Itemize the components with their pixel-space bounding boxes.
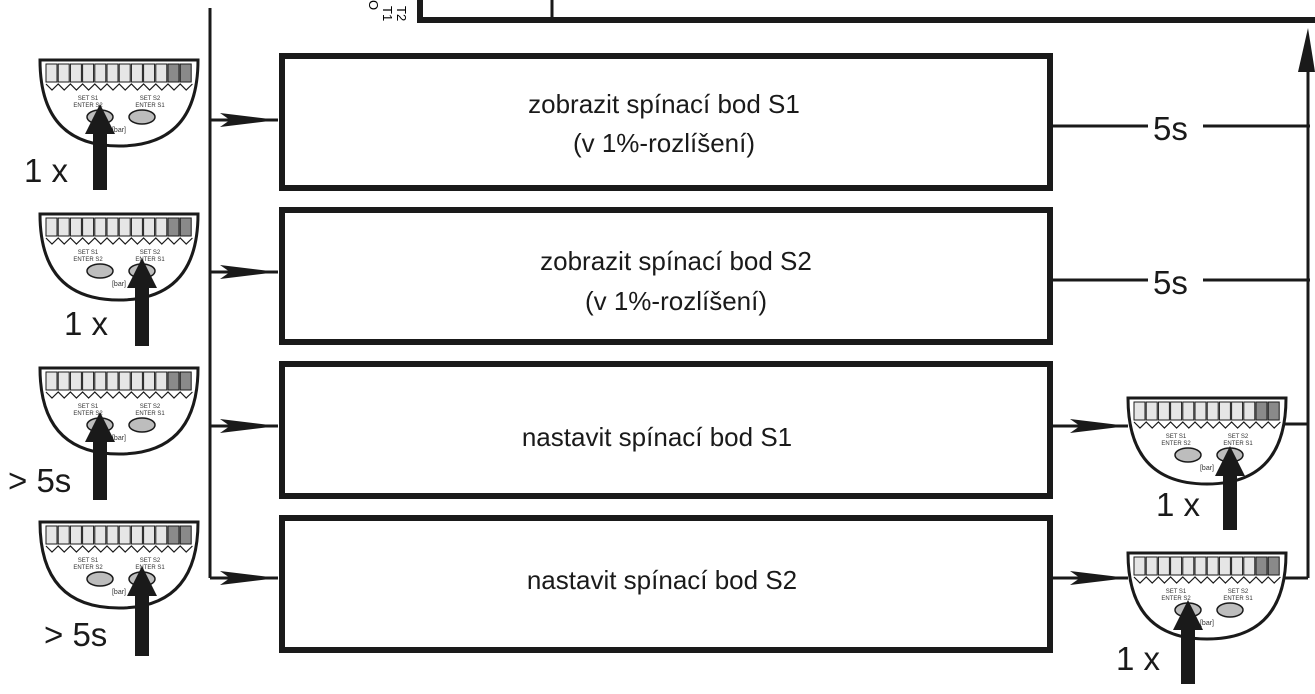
svg-text:[bar]: [bar] bbox=[112, 281, 126, 288]
box-set-s1-line1: nastavit spínací bod S1 bbox=[522, 422, 792, 452]
box-show-s1-line1: zobrazit spínací bod S1 bbox=[528, 89, 800, 119]
box-show-s2: zobrazit spínací bod S2 (v 1%-rozlíšení) bbox=[279, 207, 1053, 345]
svg-text:SET S2: SET S2 bbox=[140, 404, 161, 410]
button-left bbox=[1174, 447, 1202, 463]
press-label-3: > 5s bbox=[8, 462, 71, 499]
press-arrow-icon bbox=[1173, 600, 1203, 684]
press-arrow-icon bbox=[85, 104, 115, 190]
press-arrow-icon bbox=[127, 566, 157, 656]
svg-text:[bar]: [bar] bbox=[112, 589, 126, 596]
box-set-s1: nastavit spínací bod S1 bbox=[279, 361, 1053, 499]
press-arrow-icon bbox=[127, 258, 157, 346]
svg-text:SET S1: SET S1 bbox=[78, 558, 99, 564]
svg-text:ENTER S1: ENTER S1 bbox=[135, 103, 165, 109]
svg-text:SET S1: SET S1 bbox=[1166, 434, 1187, 440]
svg-text:[bar]: [bar] bbox=[112, 435, 126, 442]
svg-text:SET S2: SET S2 bbox=[1228, 434, 1249, 440]
box-show-s2-line1: zobrazit spínací bod S2 bbox=[540, 246, 812, 276]
timeout-line-1: 5s bbox=[1050, 110, 1310, 147]
box-set-s2: nastavit spínací bod S2 bbox=[279, 515, 1053, 653]
button-right bbox=[128, 109, 156, 125]
svg-text:SET S1: SET S1 bbox=[78, 404, 99, 410]
button-right bbox=[1216, 602, 1244, 618]
press-label-4: > 5s bbox=[44, 616, 107, 653]
top-partial-box bbox=[417, 0, 1315, 23]
svg-text:[bar]: [bar] bbox=[112, 127, 126, 134]
svg-text:SET S1: SET S1 bbox=[78, 96, 99, 102]
press-arrow-icon bbox=[1215, 446, 1245, 530]
svg-text:ENTER S1: ENTER S1 bbox=[1223, 441, 1253, 447]
press-label-2: 1 x bbox=[64, 305, 109, 342]
svg-text:[bar]: [bar] bbox=[1200, 465, 1214, 472]
button-right bbox=[128, 417, 156, 433]
svg-text:SET S2: SET S2 bbox=[140, 250, 161, 256]
timeout-label-1: 5s bbox=[1153, 110, 1188, 147]
box-set-s2-line1: nastavit spínací bod S2 bbox=[527, 565, 797, 595]
svg-text:ENTER S1: ENTER S1 bbox=[135, 257, 165, 263]
svg-text:ENTER S2: ENTER S2 bbox=[73, 103, 103, 109]
svg-text:[bar]: [bar] bbox=[1200, 620, 1214, 627]
button-left bbox=[86, 571, 114, 587]
bus-arrows bbox=[210, 113, 278, 585]
svg-text:ENTER S1: ENTER S1 bbox=[135, 565, 165, 571]
svg-text:SET S2: SET S2 bbox=[140, 558, 161, 564]
svg-text:SET S1: SET S1 bbox=[1166, 589, 1187, 595]
top-mark-o: O bbox=[366, 0, 381, 10]
svg-text:SET S2: SET S2 bbox=[1228, 589, 1249, 595]
svg-text:ENTER S2: ENTER S2 bbox=[1161, 441, 1191, 447]
confirm-label-2: 1 x bbox=[1116, 640, 1161, 677]
timeout-line-2: 5s bbox=[1050, 264, 1310, 301]
svg-text:ENTER S1: ENTER S1 bbox=[1223, 596, 1253, 602]
svg-text:ENTER S2: ENTER S2 bbox=[73, 411, 103, 417]
svg-text:SET S1: SET S1 bbox=[78, 250, 99, 256]
box-show-s2-line2: (v 1%-rozlíšení) bbox=[585, 286, 767, 316]
confirm-label-1: 1 x bbox=[1156, 486, 1201, 523]
svg-text:ENTER S2: ENTER S2 bbox=[73, 565, 103, 571]
box-show-s1: zobrazit spínací bod S1 (v 1%-rozlíšení) bbox=[279, 53, 1053, 191]
timeout-label-2: 5s bbox=[1153, 264, 1188, 301]
top-mark-t1: T1 bbox=[380, 6, 395, 21]
top-mark-t2: T2 bbox=[394, 6, 409, 21]
svg-text:ENTER S2: ENTER S2 bbox=[73, 257, 103, 263]
press-arrow-icon bbox=[85, 412, 115, 500]
button-left bbox=[86, 263, 114, 279]
press-label-1: 1 x bbox=[24, 152, 69, 189]
svg-text:SET S2: SET S2 bbox=[140, 96, 161, 102]
svg-text:ENTER S1: ENTER S1 bbox=[135, 411, 165, 417]
box-show-s1-line2: (v 1%-rozlíšení) bbox=[573, 128, 755, 158]
right-return-arrowhead bbox=[1298, 28, 1315, 72]
top-marks: T2 T1 O bbox=[366, 0, 409, 21]
svg-text:ENTER S2: ENTER S2 bbox=[1161, 596, 1191, 602]
